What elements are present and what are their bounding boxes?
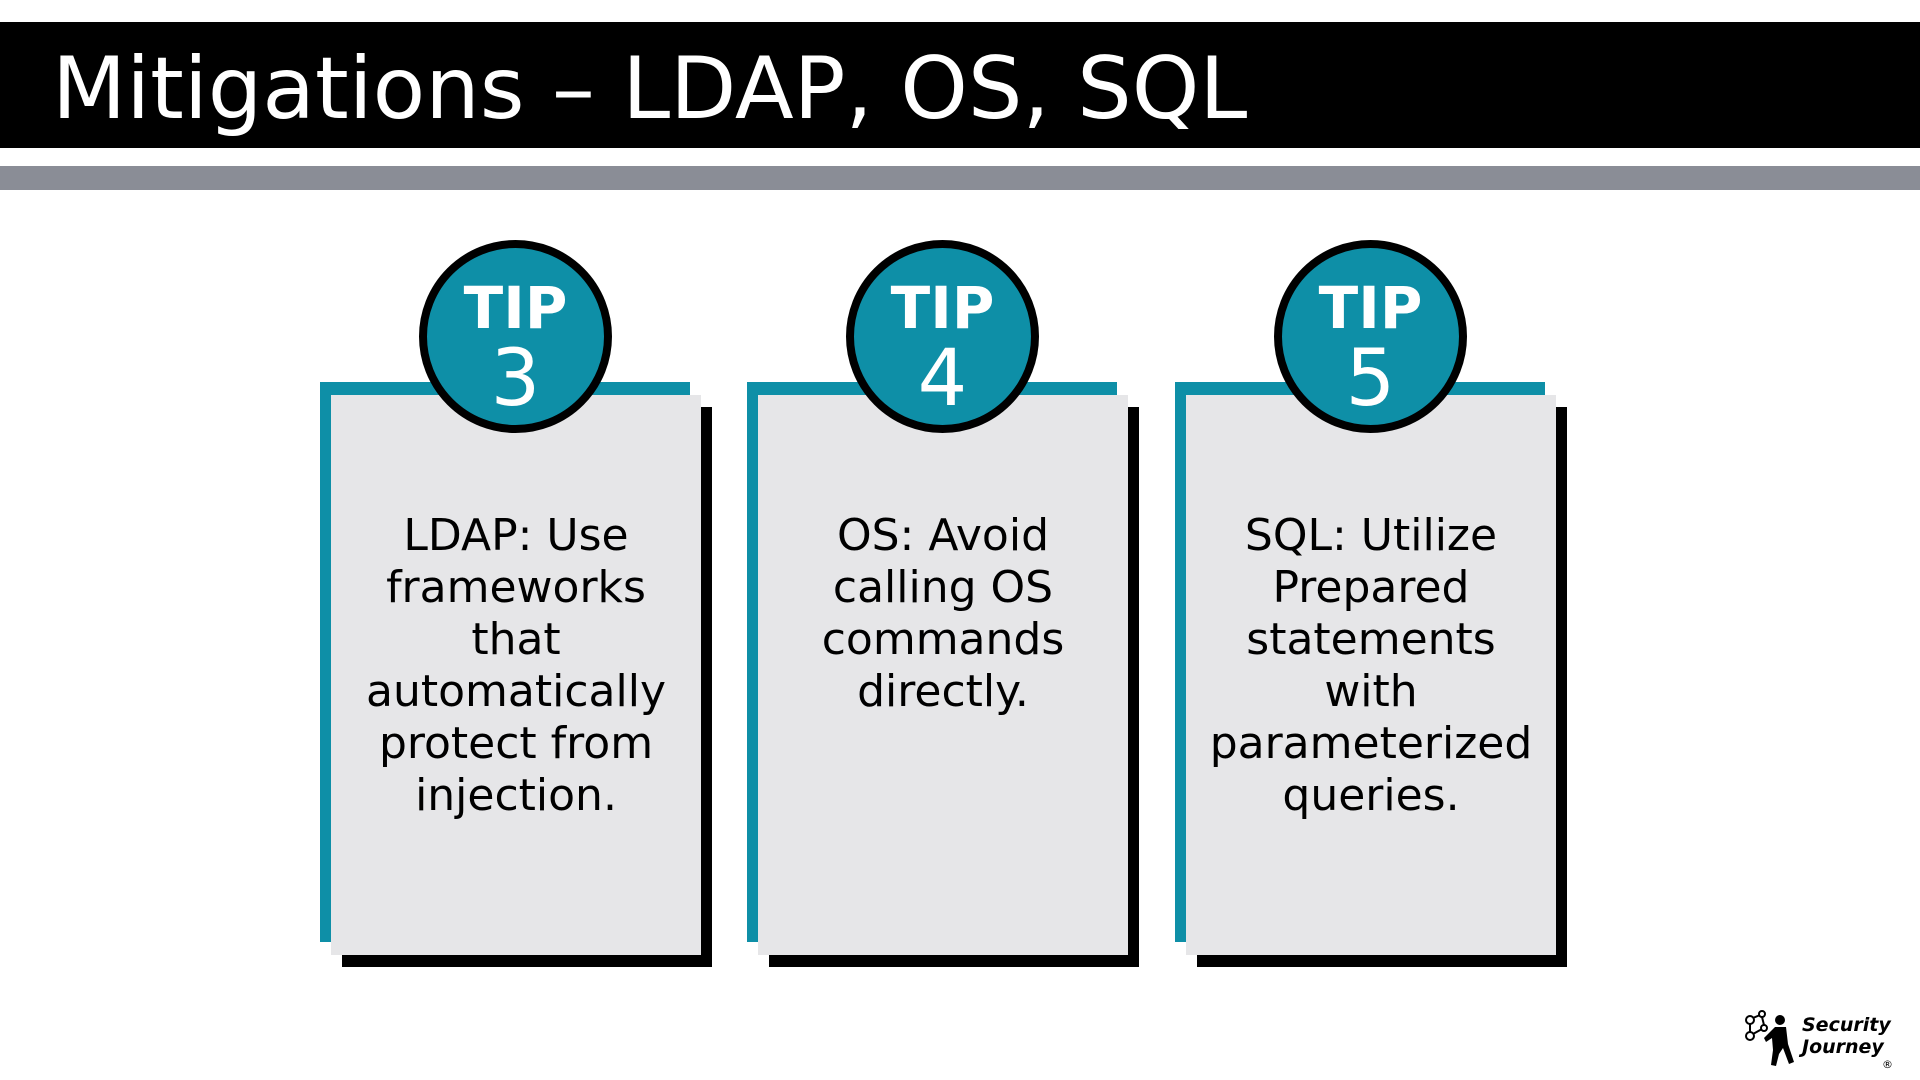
tip-text: LDAP: Use frameworks that automatically … [366,510,666,821]
tip-card-5: SQL: Utilize Prepared statements with pa… [1175,382,1567,967]
tip-label: TIP [463,274,568,342]
tip-card-3: LDAP: Use frameworks that automatically … [320,382,712,967]
logo-wordmark: Security Journey [1802,1014,1891,1058]
tip-badge-5: TIP 5 [1274,240,1467,433]
tip-label: TIP [1318,274,1423,342]
card-face: OS: Avoid calling OS commands directly. [758,395,1128,955]
tip-text: OS: Avoid calling OS commands directly. [821,510,1065,717]
title-bar: Mitigations – LDAP, OS, SQL [0,22,1920,148]
card-face: LDAP: Use frameworks that automatically … [331,395,701,955]
page-title: Mitigations – LDAP, OS, SQL [52,39,1248,139]
tip-number: 5 [1345,334,1396,424]
tip-card-4: OS: Avoid calling OS commands directly. [747,382,1139,967]
registered-mark: ® [1882,1058,1893,1071]
tip-number: 3 [490,334,541,424]
card-face: SQL: Utilize Prepared statements with pa… [1186,395,1556,955]
security-journey-logo: Security Journey ® [1742,1010,1893,1071]
title-divider [0,166,1920,190]
tip-badge-3: TIP 3 [419,240,612,433]
figure-with-network-icon [1745,1010,1794,1066]
tip-number: 4 [917,334,968,424]
tip-badge-4: TIP 4 [846,240,1039,433]
tip-label: TIP [890,274,995,342]
tip-text: SQL: Utilize Prepared statements with pa… [1209,510,1533,821]
